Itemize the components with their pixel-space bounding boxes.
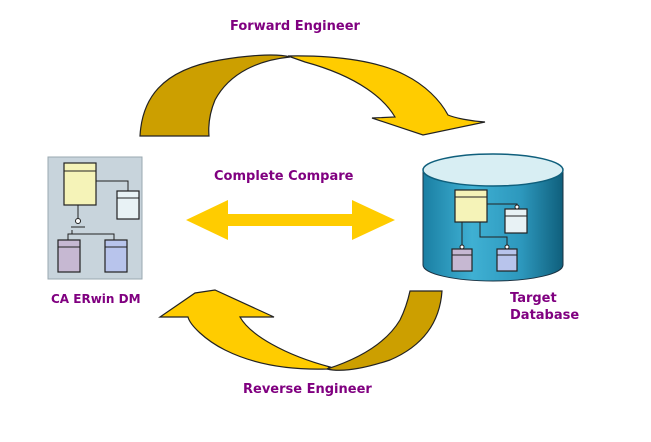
target-label-line2: Database [510,308,580,323]
erwin-dm-label: CA ERwin DM [51,292,141,306]
reverse-engineer-label: Reverse Engineer [243,382,372,397]
forward-engineer-arrow [139,54,486,137]
erwin-model-icon [47,156,143,280]
database-cylinder-icon [422,153,564,282]
forward-engineer-label: Forward Engineer [230,19,360,34]
target-label-line1: Target [510,291,557,306]
reverse-engineer-arrow [158,289,443,371]
reverse-arrow-head [158,289,332,370]
complete-compare-label: Complete Compare [214,169,354,184]
forward-arrow-head [287,55,486,136]
forward-arrow-tail [139,54,291,137]
compare-double-arrow [186,200,395,240]
target-database-label: Target Database [510,290,579,324]
reverse-arrow-tail [324,290,443,371]
